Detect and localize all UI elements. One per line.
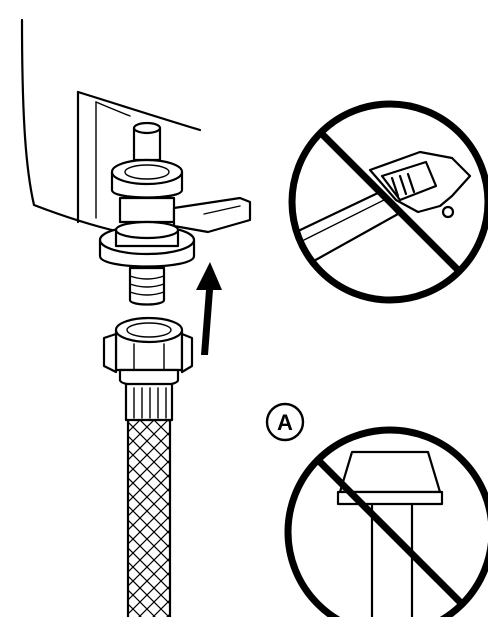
callout-label: A — [277, 410, 293, 435]
upward-arrow-icon — [196, 262, 222, 355]
appliance-body — [20, 18, 202, 234]
callout-a: A — [265, 402, 305, 442]
no-wrench-icon — [288, 100, 488, 304]
no-tool-icon — [284, 426, 488, 617]
braided-hose — [126, 418, 172, 617]
inlet-valve — [98, 121, 252, 306]
hose-coupling-nut — [102, 316, 194, 422]
